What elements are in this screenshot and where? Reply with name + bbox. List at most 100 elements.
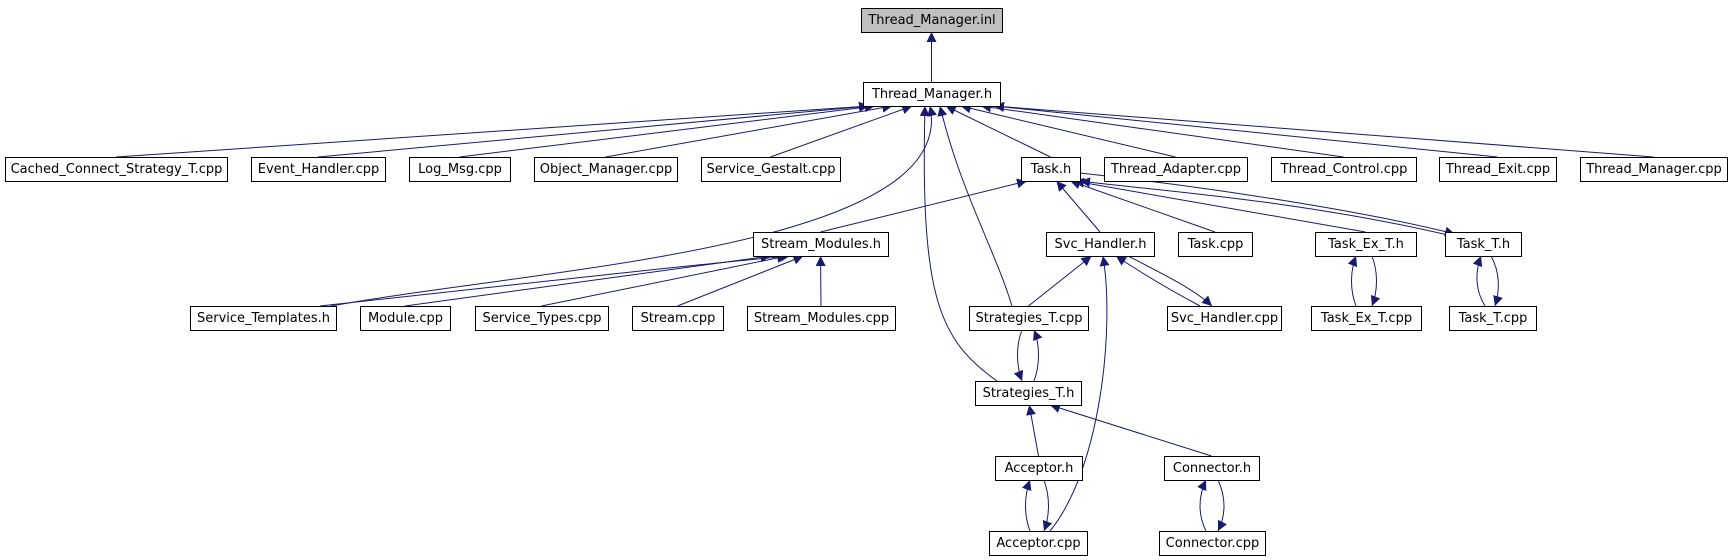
edge-line: [1370, 255, 1381, 307]
node-ta[interactable]: Thread_Adapter.cpp: [1104, 157, 1248, 182]
node-acc-h[interactable]: Acceptor.h: [995, 456, 1083, 481]
edge-stypes-to-sm_h: [541, 253, 788, 307]
node-svch-h[interactable]: Svc_Handler.h: [1046, 232, 1155, 257]
node-box: [1439, 157, 1557, 182]
node-svch-cpp[interactable]: Svc_Handler.cpp: [1167, 306, 1282, 331]
edge-tet_h-to-tet_cpp: [1370, 255, 1381, 307]
node-te[interactable]: Thread_Exit.cpp: [1439, 157, 1557, 182]
node-label: Task_Ex_T.cpp: [1320, 311, 1412, 326]
node-stypes[interactable]: Service_Types.cpp: [475, 306, 609, 331]
node-label: Thread_Control.cpp: [1280, 162, 1408, 177]
node-box: [360, 306, 451, 331]
node-conn-cpp[interactable]: Connector.cpp: [1159, 531, 1266, 556]
edge-ta-to-tm_h: [960, 103, 1176, 158]
edge-line: [993, 101, 1654, 158]
node-label: Service_Gestalt.cpp: [707, 162, 836, 177]
node-label: Connector.h: [1173, 461, 1251, 476]
node-eh[interactable]: Event_Handler.cpp: [251, 157, 386, 182]
node-box: [1449, 306, 1537, 331]
node-box: [1046, 232, 1155, 257]
edge-line: [1056, 180, 1101, 233]
edge-line: [1026, 404, 1039, 457]
node-task-cpp[interactable]: Task.cpp: [1178, 232, 1253, 257]
node-box: [409, 157, 511, 182]
node-label: Stream_Modules.cpp: [754, 311, 889, 326]
edge-line: [1073, 177, 1366, 233]
node-box: [1159, 531, 1266, 556]
node-tt-h[interactable]: Task_T.h: [1445, 232, 1522, 257]
node-tm-inl[interactable]: Thread_Manager.inl: [861, 8, 1003, 33]
node-label: Thread_Adapter.cpp: [1110, 162, 1241, 177]
node-label: Log_Msg.cpp: [418, 162, 502, 177]
edge-sg-to-tm_h: [770, 104, 913, 158]
edge-line: [319, 251, 791, 307]
edge-eh-to-tm_h: [317, 101, 870, 158]
node-sg[interactable]: Service_Gestalt.cpp: [701, 157, 841, 182]
edge-line: [1021, 479, 1032, 532]
file-nodes: Thread_Manager.inlThread_Manager.hCached…: [5, 8, 1728, 556]
node-strat-h[interactable]: Strategies_T.h: [975, 381, 1082, 406]
node-box: [1311, 306, 1422, 331]
node-label: Thread_Exit.cpp: [1445, 162, 1550, 177]
node-mod[interactable]: Module.cpp: [360, 306, 451, 331]
node-box: [1167, 306, 1282, 331]
node-label: Thread_Manager.inl: [867, 13, 995, 28]
node-box: [861, 8, 1003, 33]
node-acc-cpp[interactable]: Acceptor.cpp: [989, 531, 1088, 556]
node-tet-h[interactable]: Task_Ex_T.h: [1315, 232, 1417, 257]
node-tm-cpp[interactable]: Thread_Manager.cpp: [1580, 157, 1728, 182]
edge-task_h-to-tm_h: [945, 105, 1051, 158]
edge-lm-to-tm_h: [459, 102, 875, 158]
node-tc[interactable]: Thread_Control.cpp: [1271, 157, 1417, 182]
node-conn-h[interactable]: Connector.h: [1164, 456, 1260, 481]
edge-acc_h-to-acc_cpp: [1042, 479, 1053, 532]
node-tm-h[interactable]: Thread_Manager.h: [863, 82, 1001, 107]
edge-acc_cpp-to-acc_h: [1021, 479, 1032, 532]
edge-line: [1079, 177, 1453, 237]
node-sm-cpp[interactable]: Stream_Modules.cpp: [747, 306, 896, 331]
edge-line: [541, 253, 788, 307]
edge-line: [1472, 255, 1486, 307]
node-tt-cpp[interactable]: Task_T.cpp: [1449, 306, 1537, 331]
node-box: [975, 381, 1082, 406]
node-st-h[interactable]: Service_Templates.h: [190, 306, 337, 331]
edge-line: [1490, 255, 1503, 307]
node-lm[interactable]: Log_Msg.cpp: [409, 157, 511, 182]
node-label: Stream.cpp: [641, 311, 716, 326]
edge-line: [1070, 179, 1216, 233]
node-task-h[interactable]: Task.h: [1021, 157, 1081, 182]
node-box: [5, 157, 228, 182]
edge-strat_h-to-tm_h: [919, 105, 998, 382]
edge-line: [770, 104, 913, 158]
edge-line: [330, 105, 937, 307]
node-label: Svc_Handler.cpp: [1171, 311, 1278, 326]
edge-line: [1115, 255, 1201, 307]
node-label: Service_Templates.h: [197, 311, 330, 326]
node-ccs[interactable]: Cached_Connect_Strategy_T.cpp: [5, 157, 228, 182]
edge-strat_cpp-to-strat_h: [1013, 329, 1024, 382]
node-om[interactable]: Object_Manager.cpp: [534, 157, 678, 182]
edge-line: [677, 255, 804, 307]
node-box: [989, 531, 1088, 556]
node-label: Svc_Handler.h: [1055, 237, 1147, 252]
node-label: Task_Ex_T.h: [1327, 237, 1404, 252]
node-box: [969, 306, 1089, 331]
node-strat-cpp[interactable]: Strategies_T.cpp: [969, 306, 1089, 331]
node-label: Acceptor.cpp: [996, 536, 1080, 551]
node-tet-cpp[interactable]: Task_Ex_T.cpp: [1311, 306, 1422, 331]
node-label: Strategies_T.h: [983, 386, 1075, 401]
node-box: [1271, 157, 1417, 182]
edge-tet_cpp-to-tet_h: [1347, 255, 1358, 307]
edge-line: [993, 102, 1498, 158]
edge-line: [317, 101, 870, 158]
edge-ccs-to-tm_h: [115, 101, 870, 158]
node-sm-h[interactable]: Stream_Modules.h: [753, 232, 889, 257]
edge-tt_h-to-tt_cpp: [1490, 255, 1503, 307]
node-label: Task_T.h: [1456, 237, 1510, 252]
edge-tm_cpp-to-tm_h: [993, 101, 1654, 158]
node-stream[interactable]: Stream.cpp: [632, 306, 724, 331]
edge-line: [1127, 255, 1213, 307]
node-box: [1445, 232, 1522, 257]
node-label: Module.cpp: [368, 311, 443, 326]
